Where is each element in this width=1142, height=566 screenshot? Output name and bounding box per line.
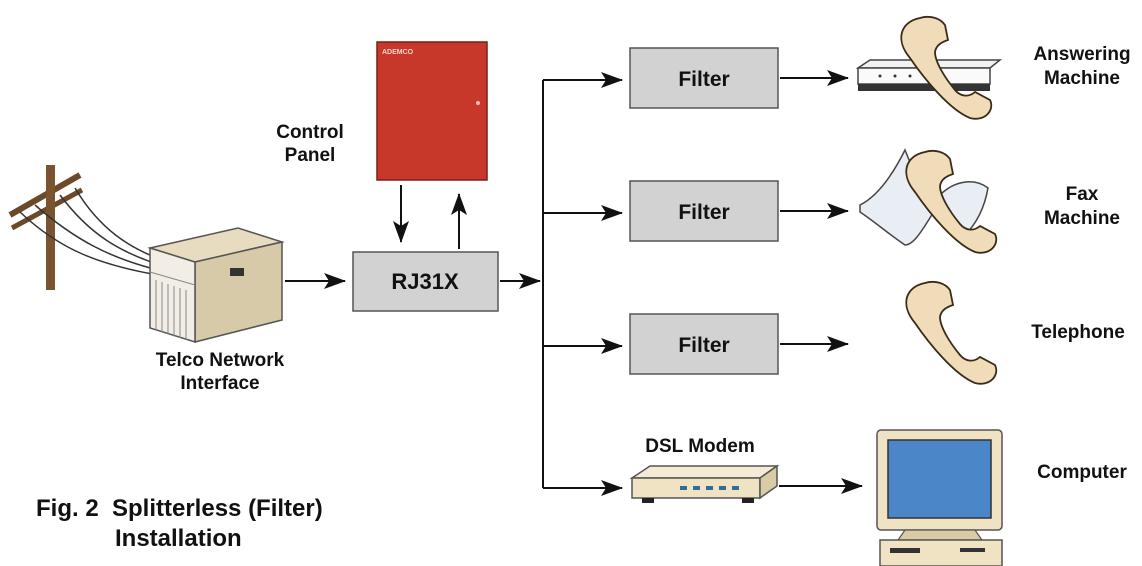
filter-box-3: [629, 313, 779, 375]
telephone-label: Telephone: [1031, 322, 1125, 343]
fax-machine-icon: [859, 148, 998, 254]
answering-machine-icon: [855, 15, 1003, 120]
figure-caption-line2: Installation: [115, 525, 242, 552]
control-panel-cabinet-icon: ADEMCO: [376, 41, 488, 181]
control-panel-label-line2: Panel: [285, 145, 336, 166]
answering-label-line1: Answering: [1033, 44, 1130, 65]
filter-label-3: Filter: [678, 334, 729, 357]
computer-icon: [876, 429, 1003, 566]
answering-label-line2: Machine: [1044, 68, 1120, 89]
fax-label-line1: Fax: [1066, 184, 1099, 205]
filter-box-1: [629, 47, 779, 109]
telco-label-line2: Interface: [180, 373, 259, 394]
fax-label-line2: Machine: [1044, 208, 1120, 229]
control-panel-label-line1: Control: [276, 122, 344, 143]
rj31x-box: [352, 251, 499, 312]
dsl-modem-icon: [629, 464, 780, 503]
dsl-modem-label: DSL Modem: [645, 436, 754, 457]
telephone-handset-icon: [905, 280, 998, 385]
filter-box-2: [629, 180, 779, 242]
utility-pole-icon: [8, 165, 163, 290]
network-interface-box-icon: [147, 227, 285, 344]
rj31x-label: RJ31X: [391, 269, 459, 294]
filter-label-1: Filter: [678, 68, 729, 91]
filter-label-2: Filter: [678, 201, 729, 224]
figure-caption-line1: Fig. 2 Splitterless (Filter): [36, 495, 323, 522]
telco-label-line1: Telco Network: [156, 350, 285, 371]
computer-label: Computer: [1037, 462, 1127, 483]
panel-brand: ADEMCO: [382, 49, 414, 56]
